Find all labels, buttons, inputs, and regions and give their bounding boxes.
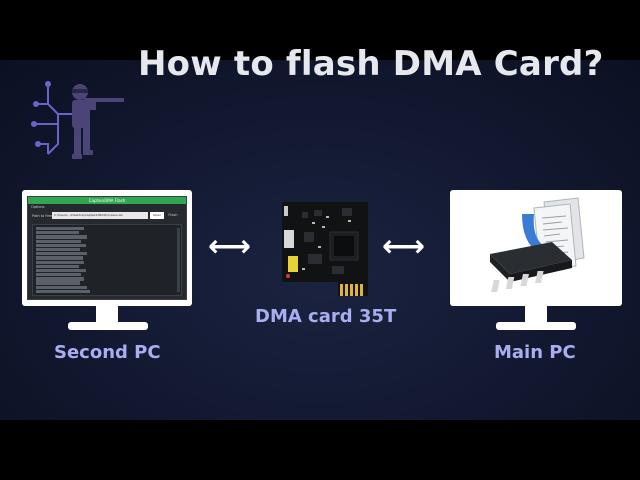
firmware-row: Path to firmware C:\Users\...\Desktop\Ca… xyxy=(32,211,182,221)
main-pc-label: Main PC xyxy=(494,342,576,363)
flash-log-output xyxy=(32,224,182,296)
app-titlebar: CaptainDMA Flash xyxy=(28,197,186,204)
open-button[interactable]: Open xyxy=(150,212,164,219)
monitor-neck xyxy=(96,306,118,324)
log-scrollbar[interactable] xyxy=(177,228,180,292)
firmware-path-label: Path to firmware xyxy=(32,214,61,218)
firmware-to-chip-illustration-icon xyxy=(490,197,585,292)
left-bidirectional-arrow-icon: ⟷ xyxy=(208,229,252,264)
flash-button[interactable]: Flash xyxy=(168,213,178,217)
monitor-base xyxy=(68,322,148,330)
flash-app-window: CaptainDMA Flash Options Path to firmwar… xyxy=(27,196,187,300)
right-bidirectional-arrow-icon: ⟷ xyxy=(382,229,426,264)
soldier-circuit-logo-icon xyxy=(31,81,124,159)
page-title: How to flash DMA Card? xyxy=(138,44,604,84)
monitor-base xyxy=(496,322,576,330)
app-menu-options[interactable]: Options xyxy=(31,205,45,209)
monitor-neck xyxy=(525,306,547,324)
firmware-path-input[interactable]: C:\Users\...\Desktop\CaptainDMA\firmware… xyxy=(52,212,148,219)
dma-card-label: DMA card 35T xyxy=(255,306,397,327)
second-pc-label: Second PC xyxy=(54,342,161,363)
dma-card-icon xyxy=(282,202,368,296)
